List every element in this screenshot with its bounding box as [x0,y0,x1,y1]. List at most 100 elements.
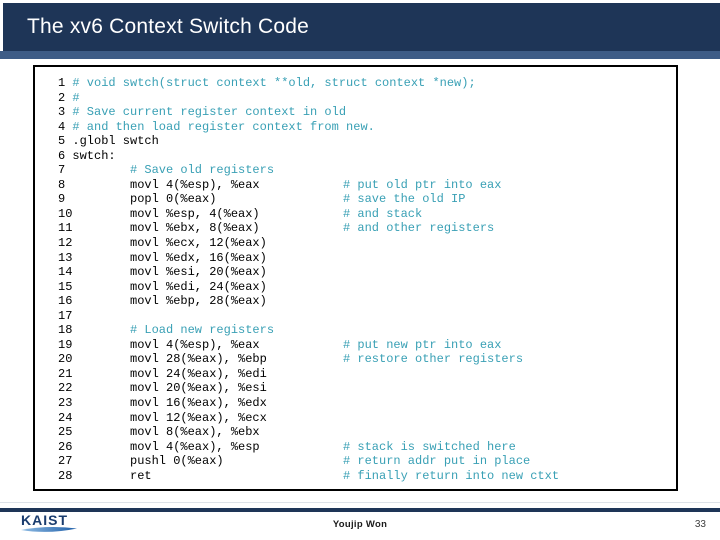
line-number: 6 [58,148,66,163]
code-line: 14 movl %esi, 20(%eax) [58,265,476,280]
line-number: 21 [58,366,73,381]
line-number: 10 [58,206,73,221]
code-line: 27 pushl 0(%eax) # return addr put in pla… [58,454,530,469]
line-number: 12 [58,236,73,251]
code-line: 3 # Save current register context in old [58,105,476,120]
title-accent-strip [0,51,720,59]
line-number: 20 [58,352,73,367]
code-line: 16 movl %ebp, 28(%eax) [58,294,476,309]
code-line: 15 movl %edi, 24(%eax) [58,280,476,295]
footer-author: Youjip Won [332,519,388,530]
code-instruction-text: swtch: [72,148,116,163]
line-number: 1 [58,76,66,90]
code-line: 24 movl 12(%eax), %ecx [58,411,476,426]
code-instruction-text: movl 4(%eax), %esp [72,439,260,454]
code-comment-text: # void swtch(struct context **old, struc… [72,76,476,90]
code-line: 25 movl 8(%eax), %ebx [58,425,476,440]
inline-comment-text: # return addr put in place [343,454,531,469]
code-instruction-text: movl 24(%eax), %edi [72,366,267,381]
code-line: 10 movl %esp, 4(%eax) # and stack [58,207,476,222]
code-instruction-text: movl 4(%esp), %eax [72,337,260,352]
line-number: 19 [58,337,73,352]
code-line: 28 ret # finally return into new ctxt [58,468,559,484]
line-number: 23 [58,396,73,411]
line-number: 2 [58,90,66,105]
slide-title-bar: The xv6 Context Switch Code [3,3,720,51]
code-line: 7 # Save old registers [58,163,476,178]
code-instruction-text: ret [72,468,152,483]
code-instruction-text: movl 4(%esp), %eax [72,177,260,192]
code-line: 9 popl 0(%eax)# save the old IP [58,192,476,207]
code-lines: 1 # void swtch(struct context **old, stru… [58,76,559,484]
line-number: 26 [58,439,73,454]
code-listing-box: 1 # void swtch(struct context **old, stru… [33,65,678,491]
code-instruction-text: movl %edx, 16(%eax) [72,250,267,265]
inline-comment-text: # put new ptr into eax [343,337,502,352]
line-number: 7 [58,163,66,178]
code-comment-text: # Save old registers [72,163,275,178]
line-number: 24 [58,410,73,425]
line-number: 14 [58,265,73,280]
code-instruction-text: movl %ecx, 12(%eax) [72,236,267,251]
line-number: 15 [58,279,73,294]
code-line: 18 # Load new registers [58,323,476,338]
line-number: 22 [58,381,73,396]
footer-page-number: 33 [694,519,706,530]
kaist-logo-text: KAIST [21,512,68,528]
code-instruction-text: movl %esi, 20(%eax) [72,265,267,280]
code-line: 12 movl %ecx, 12(%eax) [58,236,476,251]
code-line: 11 movl %ebx, 8(%eax) # and other registe… [58,221,494,236]
kaist-logo: KAIST [21,512,77,532]
line-number: 11 [58,221,73,236]
code-line: 23 movl 16(%eax), %edx [58,396,476,411]
code-line: 5 .globl swtch [58,134,476,149]
slide-title: The xv6 Context Switch Code [27,15,310,38]
code-instruction-text: movl %ebp, 28(%eax) [72,294,267,309]
inline-comment-text: # and stack [343,206,423,221]
code-line: 22 movl 20(%eax), %esi [58,381,476,396]
code-line: 4 # and then load register context from n… [58,120,476,135]
code-instruction-text: movl 16(%eax), %edx [72,396,267,411]
line-number: 8 [58,177,66,192]
line-number: 25 [58,425,73,440]
inline-comment-text: # save the old IP [343,192,466,207]
code-line: 8 movl 4(%esp), %eax # put old ptr into e… [58,177,501,193]
code-comment-text: # and then load register context from ne… [72,119,375,134]
kaist-logo-swoosh-icon [21,527,77,532]
code-line: 19 movl 4(%esp), %eax # put new ptr into … [58,337,501,353]
line-number: 13 [58,250,73,265]
inline-comment-text: # stack is switched here [343,439,516,454]
line-number: 4 [58,119,66,134]
line-number: 9 [58,192,66,207]
line-number: 27 [58,454,73,469]
line-number: 16 [58,294,73,309]
code-comment-text: # [72,90,80,105]
code-line: 6 swtch: [58,149,476,164]
footer-hairline [0,502,720,503]
code-line: 26 movl 4(%eax), %esp # stack is switched… [58,439,516,455]
line-number: 3 [58,105,66,120]
inline-comment-text: # and other registers [343,221,495,236]
inline-comment-text: # restore other registers [343,352,524,367]
line-number: 17 [58,308,73,323]
inline-comment-text: # put old ptr into eax [343,177,502,192]
code-line: 1 # void swtch(struct context **old, stru… [58,76,476,91]
code-instruction-text: movl 28(%eax), %ebp [72,352,267,367]
code-line: 17 [58,309,476,324]
line-number: 28 [58,468,73,483]
inline-comment-text: # finally return into new ctxt [343,468,560,483]
line-number: 5 [58,134,66,149]
code-instruction-text: movl %ebx, 8(%eax) [72,221,260,236]
code-instruction-text: .globl swtch [72,134,159,149]
code-comment-text: # Save current register context in old [72,105,347,120]
code-line: 20 movl 28(%eax), %ebp # restore other re… [58,352,523,367]
code-line: 21 movl 24(%eax), %edi [58,367,476,382]
code-instruction-text: movl 12(%eax), %ecx [72,410,267,425]
code-instruction-text: movl 8(%eax), %ebx [72,425,260,440]
footer-accent-line [0,508,720,512]
code-instruction-text: movl %esp, 4(%eax) [72,206,260,221]
line-number: 18 [58,323,73,338]
code-instruction-text: movl 20(%eax), %esi [72,381,267,396]
code-instruction-text: pushl 0(%eax) [72,454,224,469]
code-line: 13 movl %edx, 16(%eax) [58,251,476,266]
